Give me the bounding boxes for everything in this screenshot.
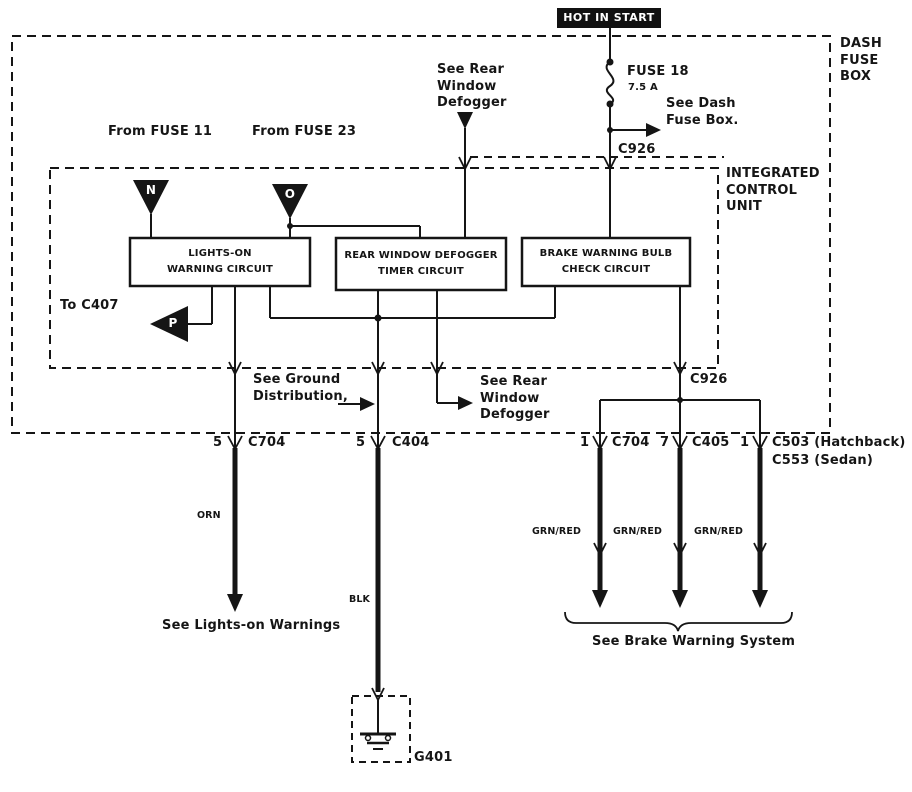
defogger-output-wire	[436, 290, 458, 404]
circuit-boxes	[128, 236, 692, 292]
see-lights-on-warnings-note: See Lights-on Warnings	[162, 618, 341, 633]
ground-distribution-arrow	[360, 397, 375, 411]
connector-p-letter: P	[168, 316, 178, 330]
connector-name: C405	[692, 435, 730, 450]
grn-red-end-arrow-3	[752, 590, 768, 608]
wire-color-label: ORN	[197, 510, 221, 521]
integrated-control-unit-label: INTEGRATED CONTROL UNIT	[726, 166, 820, 215]
chevron	[673, 361, 687, 377]
hot-in-start-banner: HOT IN START	[557, 8, 661, 28]
g401-outline	[351, 695, 411, 763]
connector-n-letter: N	[145, 183, 157, 197]
connector-name: C503 (Hatchback)	[772, 435, 906, 450]
pin-number: 5	[356, 435, 366, 450]
chevron	[227, 435, 243, 451]
ground-symbol	[360, 732, 396, 750]
chevron	[673, 542, 687, 558]
connector-triangles	[133, 180, 308, 342]
connector-p-triangle	[150, 306, 188, 342]
wire-color-label: BLK	[349, 594, 370, 605]
c407-wire	[188, 286, 213, 325]
junction-dot	[607, 127, 613, 133]
connector-name: C404	[392, 435, 430, 450]
g401-label: G401	[414, 750, 453, 765]
fuse23-branch-wire	[290, 225, 421, 238]
brake-box	[520, 236, 692, 288]
fuse-terminal-dot	[606, 58, 614, 66]
connector-o-triangle	[272, 184, 308, 219]
chevron	[593, 542, 607, 558]
junction-dot	[287, 223, 293, 229]
connector-name: C704	[248, 435, 286, 450]
defogger-right-arrow	[458, 396, 473, 410]
chevron	[370, 435, 386, 451]
dash-fuse-box-label: DASH FUSE BOX	[840, 36, 882, 85]
orn-end-arrow	[227, 594, 243, 612]
connector-chevrons	[227, 156, 768, 703]
defogger-box	[334, 236, 508, 292]
see-rear-window-defogger-mid-note: See Rear Window Defogger	[480, 374, 550, 423]
wire-color-label: GRN/RED	[532, 526, 581, 537]
integrated-control-unit-outline	[49, 156, 724, 369]
fuse-name-label: FUSE 18	[627, 64, 689, 79]
connector-o-letter: O	[284, 187, 296, 201]
chevron	[672, 435, 688, 451]
pin-number: 1	[740, 435, 750, 450]
chevron	[228, 361, 242, 377]
defogger-down-arrow	[457, 112, 473, 129]
chevron	[371, 687, 385, 703]
chevron	[752, 435, 768, 451]
wire-color-label: GRN/RED	[613, 526, 662, 537]
lights-on-box	[128, 236, 312, 288]
chevron	[603, 156, 617, 172]
chevron	[458, 156, 472, 172]
lights-on-circuit-label: LIGHTS-ON WARNING CIRCUIT	[167, 248, 273, 275]
fuse-terminal-dot	[606, 100, 614, 108]
brake-warning-circuit-label: BRAKE WARNING BULB CHECK CIRCUIT	[539, 248, 673, 275]
see-brake-warning-system-note: See Brake Warning System	[592, 634, 796, 649]
pin-number: 5	[213, 435, 223, 450]
fuse-rating-label: 7.5 A	[628, 82, 658, 93]
connector-name-alt: C553 (Sedan)	[772, 453, 873, 468]
junction-dot	[374, 314, 382, 322]
from-fuse-23-label: From FUSE 23	[252, 124, 357, 139]
connector-name: C704	[612, 435, 650, 450]
dash-fuse-box-outline	[11, 35, 831, 434]
junction-dots	[287, 58, 683, 403]
see-ground-distribution-note: See Ground Distribution,	[253, 372, 349, 404]
c926-mid-label: C926	[690, 372, 728, 387]
junction-dot	[677, 397, 683, 403]
chevron	[592, 435, 608, 451]
grn-red-end-arrow-2	[672, 590, 688, 608]
fuse-symbol	[605, 61, 615, 105]
thick-wires	[232, 448, 763, 692]
ground-bus	[269, 286, 556, 319]
wire-color-label: GRN/RED	[694, 526, 743, 537]
see-dash-arrow	[646, 123, 661, 137]
to-c407-label: To C407	[60, 298, 119, 313]
pin-number: 1	[580, 435, 590, 450]
connector-n-triangle	[133, 180, 169, 215]
chevron	[371, 361, 385, 377]
defogger-timer-circuit-label: REAR WINDOW DEFOGGER TIMER CIRCUIT	[344, 250, 498, 277]
from-fuse-11-label: From FUSE 11	[108, 124, 213, 139]
brake-group-brace	[564, 611, 793, 632]
pin-number: 7	[660, 435, 670, 450]
see-rear-window-defogger-top-note: See Rear Window Defogger	[437, 62, 507, 111]
c926-top-label: C926	[618, 142, 656, 157]
see-dash-fuse-box-note: See Dash Fuse Box.	[666, 96, 739, 128]
chevron	[430, 361, 444, 377]
chevron	[753, 542, 767, 558]
arrowheads	[227, 112, 768, 612]
grn-red-end-arrow-1	[592, 590, 608, 608]
